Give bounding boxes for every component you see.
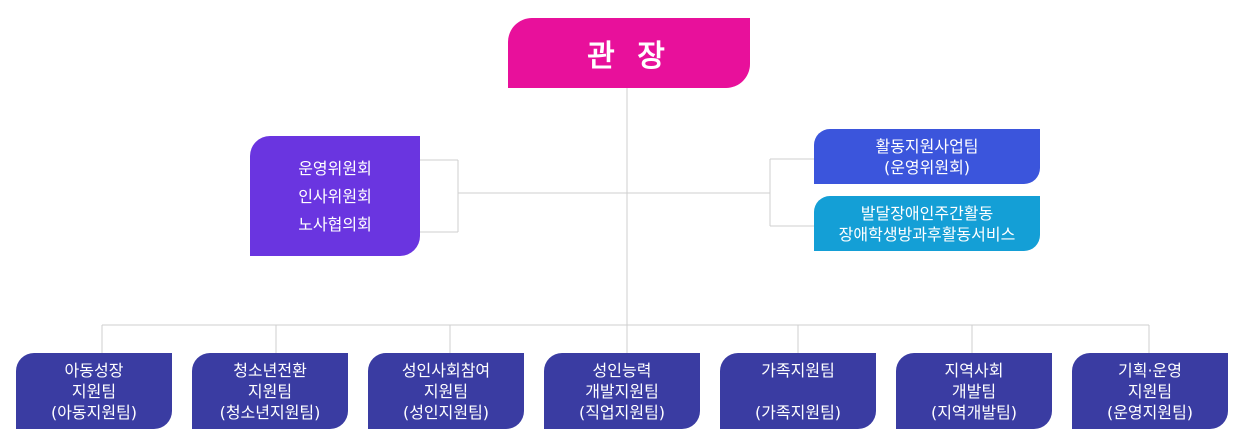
team-node-community: 지역사회 개발팀 (지역개발팀) [896,353,1052,429]
team-node-child: 아동성장 지원팀 (아동지원팀) [16,353,172,429]
activity-support-title: 활동지원사업팀 [875,136,979,156]
team-line-1: 성인사회참여 [401,361,491,380]
team-line-3: (운영지원팀) [1106,403,1194,422]
day-service-title: 발달장애인주간활동 [860,203,994,223]
team-node-adult-social: 성인사회참여 지원팀 (성인지원팀) [368,353,524,429]
team-node-youth: 청소년전환 지원팀 (청소년지원팀) [192,353,348,429]
team-line-3: (가족지원팀) [754,403,842,422]
team-node-planning: 기획·운영 지원팀 (운영지원팀) [1072,353,1228,429]
team-line-1: 기획·운영 [1118,361,1182,380]
committee-operations: 운영위원회 [298,159,372,178]
team-line-3: (아동지원팀) [50,403,138,422]
day-service-node: 발달장애인주간활동 장애학생방과후활동서비스 [814,196,1040,251]
team-line-2: 지원팀 [247,382,293,401]
team-line-3: (성인지원팀) [402,403,490,422]
team-node-vocational: 성인능력 개발지원팀 (직업지원팀) [544,353,700,429]
director-node: 관 장 [508,18,750,88]
team-line-1: 성인능력 [592,361,652,380]
team-line-1: 지역사회 [944,361,1004,380]
team-line-2: 개발팀 [951,382,997,401]
team-line-2: 지원팀 [423,382,469,401]
team-line-1: 가족지원팀 [761,361,835,380]
team-line-3: (청소년지원팀) [219,403,321,422]
team-line-2: 개발지원팀 [585,382,659,401]
day-service-subtitle: 장애학생방과후활동서비스 [838,224,1016,244]
team-line-3: (지역개발팀) [930,403,1018,422]
team-line-3: (직업지원팀) [578,403,666,422]
activity-support-node: 활동지원사업팀 (운영위원회) [814,129,1040,184]
activity-support-subtitle: (운영위원회) [883,157,971,177]
committee-node: 운영위원회 인사위원회 노사협의회 [250,136,420,256]
team-line-1: 아동성장 [64,361,124,380]
director-label: 관 장 [587,39,671,74]
team-node-family: 가족지원팀 (가족지원팀) [720,353,876,429]
team-line-1: 청소년전환 [233,361,307,380]
team-line-2: 지원팀 [1127,382,1173,401]
team-line-2: 지원팀 [71,382,117,401]
committee-personnel: 인사위원회 [298,187,372,206]
committee-labor: 노사협의회 [298,215,372,234]
